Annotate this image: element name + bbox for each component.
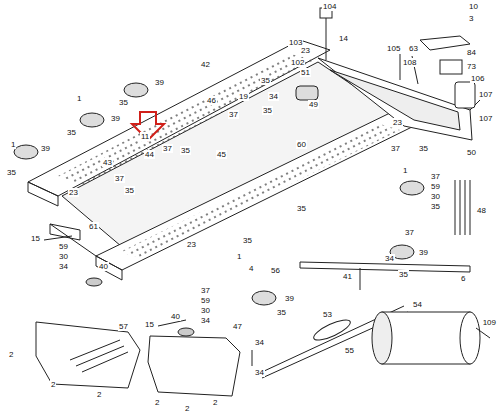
callout-number: 2 — [212, 398, 218, 407]
callout-number: 35 — [262, 106, 273, 115]
callout-number: 107 — [478, 90, 493, 99]
callout-number: 34 — [384, 254, 395, 263]
callout-number: 1 — [76, 94, 82, 103]
callout-number: 44 — [144, 150, 155, 159]
callout-number: 2 — [154, 398, 160, 407]
callout-number: 37 — [200, 286, 211, 295]
callout-number: 53 — [322, 310, 333, 319]
callout-number: 30 — [430, 192, 441, 201]
callout-number: 39 — [418, 248, 429, 257]
callout-number: 19 — [238, 92, 249, 101]
callout-number: 11 — [140, 132, 150, 141]
callout-number: 55 — [344, 346, 355, 355]
callout-number: 40 — [98, 262, 109, 271]
callout-number: 35 — [242, 236, 253, 245]
callout-number: 2 — [8, 350, 14, 359]
callout-number: 2 — [96, 390, 102, 399]
callout-number: 37 — [430, 172, 441, 181]
callout-number: 60 — [296, 140, 307, 149]
callout-number: 63 — [408, 44, 419, 53]
callout-number: 23 — [68, 188, 79, 197]
callout-number: 39 — [154, 78, 165, 87]
callout-number: 30 — [58, 252, 69, 261]
callout-number: 59 — [58, 242, 69, 251]
callout-number: 1 — [236, 252, 242, 261]
callout-number: 47 — [232, 322, 243, 331]
callout-number: 37 — [228, 110, 239, 119]
callout-number: 35 — [276, 308, 287, 317]
callout-number: 23 — [392, 118, 403, 127]
callout-number: 41 — [342, 272, 353, 281]
callout-number: 15 — [30, 234, 41, 243]
callout-number: 1 — [10, 140, 16, 149]
callout-number: 108 — [402, 58, 417, 67]
callout-number: 30 — [200, 306, 211, 315]
callout-number: 37 — [390, 144, 401, 153]
callout-number: 35 — [296, 204, 307, 213]
callout-number: 1 — [402, 166, 408, 175]
callout-number: 40 — [170, 312, 181, 321]
callout-number: 59 — [200, 296, 211, 305]
callout-number: 37 — [404, 228, 415, 237]
callout-number: 2 — [50, 380, 56, 389]
callout-number: 34 — [200, 316, 211, 325]
callout-number: 35 — [418, 144, 429, 153]
callout-number: 54 — [412, 300, 423, 309]
callout-number: 35 — [6, 168, 17, 177]
callout-number: 51 — [300, 68, 311, 77]
callout-number: 102 — [290, 58, 305, 67]
callout-number: 23 — [186, 240, 197, 249]
callout-number: 15 — [144, 320, 155, 329]
callout-number: 35 — [430, 202, 441, 211]
callout-number: 37 — [162, 144, 173, 153]
callout-number: 43 — [102, 158, 113, 167]
callout-number: 39 — [40, 144, 51, 153]
callout-number: 84 — [466, 48, 477, 57]
callout-number: 34 — [268, 92, 279, 101]
callout-number: 3 — [468, 14, 474, 23]
callout-number: 107 — [478, 114, 493, 123]
callout-number: 73 — [466, 62, 477, 71]
callout-number: 6 — [460, 274, 466, 283]
callout-number: 35 — [260, 76, 271, 85]
callout-number: 34 — [254, 368, 265, 377]
callout-number: 35 — [118, 98, 129, 107]
callout-number: 35 — [66, 128, 77, 137]
callout-number: 34 — [58, 262, 69, 271]
callout-number: 109 — [482, 318, 497, 327]
callout-number: 50 — [466, 148, 477, 157]
callout-number: 42 — [200, 60, 211, 69]
callout-number: 39 — [110, 114, 121, 123]
callout-number: 35 — [124, 186, 135, 195]
callout-number: 57 — [118, 322, 129, 331]
callout-number: 104 — [322, 2, 337, 11]
callout-number: 35 — [398, 270, 409, 279]
callout-number: 14 — [338, 34, 349, 43]
callout-number: 4 — [248, 264, 254, 273]
callout-number: 46 — [206, 96, 217, 105]
callout-number: 106 — [470, 74, 485, 83]
callout-number: 49 — [308, 100, 319, 109]
callout-number: 105 — [386, 44, 401, 53]
callout-number: 59 — [430, 182, 441, 191]
callout-number: 37 — [114, 174, 125, 183]
callout-number: 45 — [216, 150, 227, 159]
callout-number: 2 — [184, 404, 190, 413]
callout-number: 61 — [88, 222, 99, 231]
callout-number: 39 — [284, 294, 295, 303]
callout-number: 35 — [180, 146, 191, 155]
pointer-arrow — [132, 112, 164, 140]
callout-number: 34 — [254, 338, 265, 347]
callout-number: 56 — [270, 266, 281, 275]
callout-number: 23 — [300, 46, 311, 55]
callout-number: 10 — [468, 2, 479, 11]
callout-number: 48 — [476, 206, 487, 215]
